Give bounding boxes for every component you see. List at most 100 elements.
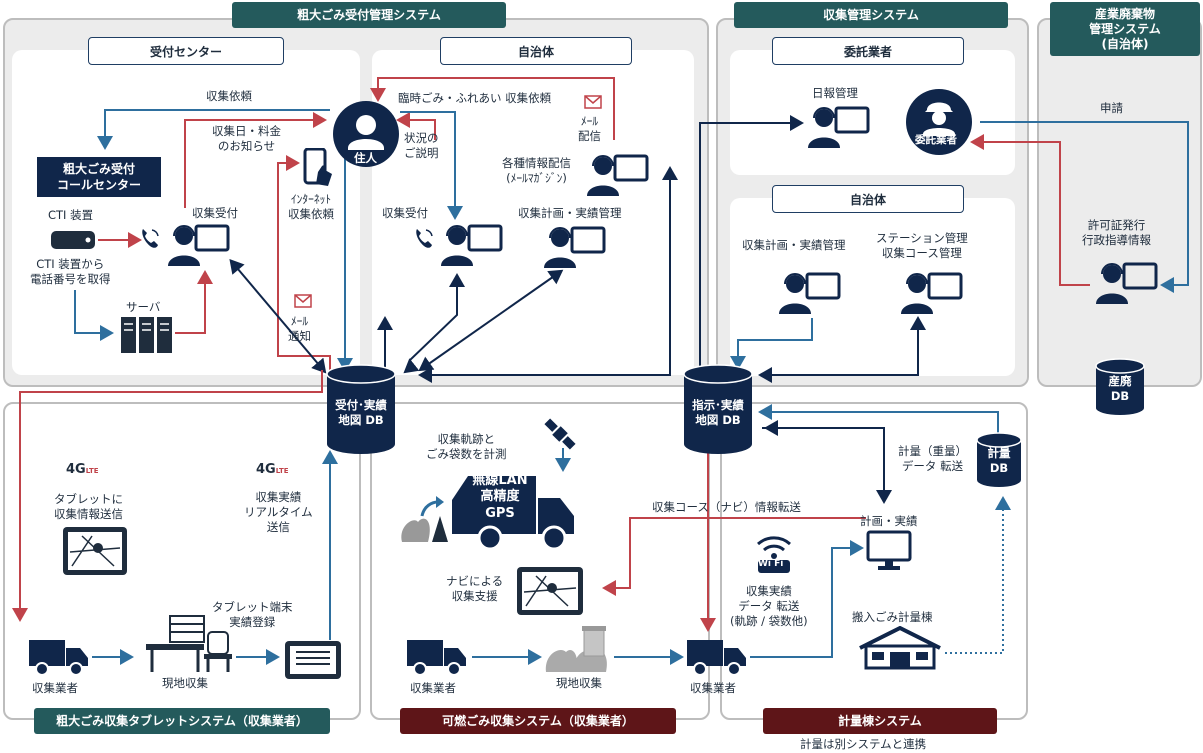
site-collect-label-1: 現地収集 <box>162 676 208 690</box>
permit-label: 許可証発行 行政指導情報 <box>1082 218 1151 248</box>
contractor-header: 委託業者 <box>772 37 964 65</box>
tablet-send-text: タブレットに 収集情報送信 <box>54 492 123 521</box>
resident-icon <box>333 101 399 167</box>
date-fee-text: 収集日・料金 のお知らせ <box>212 124 281 153</box>
lte-icon-2: 4GLTE <box>256 462 289 477</box>
operator-icon-2 <box>587 154 649 196</box>
garbage-bags-icon <box>401 496 448 542</box>
wifi-icon <box>757 536 791 573</box>
municipality-header-2: 自治体 <box>772 185 964 213</box>
building-icon <box>859 626 941 670</box>
smartphone-icon <box>303 148 332 186</box>
garbage-truck-icon-2 <box>407 640 466 676</box>
weighing-system-title: 計量棟システム <box>763 708 997 734</box>
industrial-title-text: 産業廃棄物 管理システム (自治体) <box>1089 6 1161 51</box>
garbage-truck-icon-1 <box>29 640 88 676</box>
weigh-building-label: 搬入ごみ計量棟 <box>852 610 933 624</box>
result-transfer-label: 収集実績 データ 転送 (軌跡 / 袋数他) <box>730 584 808 629</box>
wifi-label: Wi Fi <box>758 559 784 569</box>
tablet-register-label: タブレット端末 実績登録 <box>212 600 293 630</box>
track-measure-label: 収集軌跡と ごみ袋数を計測 <box>426 432 507 462</box>
situation-label: 状況の ご説明 <box>404 131 439 161</box>
monitor-icon <box>866 530 912 570</box>
trash-pile-icon <box>545 626 607 672</box>
server-label: サーバ <box>126 300 161 314</box>
collection-mgmt-title: 収集管理システム <box>734 2 1008 28</box>
operator-icon-1 <box>168 224 230 266</box>
info-delivery-text: 各種情報配信 (ﾒｰﾙﾏｶﾞｼﾞﾝ) <box>502 156 571 185</box>
server-icon <box>121 317 172 353</box>
date-fee-label: 収集日・料金 のお知らせ <box>212 124 281 154</box>
satellite-icon <box>544 418 576 450</box>
db-weight: 計量 DB <box>976 432 1022 488</box>
operator-icon-6 <box>779 272 841 314</box>
reception-system-title: 粗大ごみ受付管理システム <box>232 2 506 28</box>
result-transfer-text: 収集実績 データ 転送 (軌跡 / 袋数他) <box>730 584 808 628</box>
operator-icon-8 <box>1096 262 1158 304</box>
plan-mgmt-label-1: 収集計画・実績管理 <box>518 206 622 220</box>
big-truck-icon <box>452 476 574 551</box>
navi-support-label: ナビによる 収集支援 <box>446 574 503 604</box>
tablet-icon <box>285 641 341 679</box>
municipality-area-2 <box>730 198 1015 376</box>
db-industrial: 産廃 DB <box>1095 358 1145 416</box>
info-delivery-label: 各種情報配信 (ﾒｰﾙﾏｶﾞｼﾞﾝ) <box>502 156 571 186</box>
track-measure-text: 収集軌跡と ごみ袋数を計測 <box>426 432 507 461</box>
realtime-send-text: 収集実績 リアルタイム 送信 <box>244 490 313 534</box>
reception-center-header: 受付センター <box>88 37 284 65</box>
tablet-send-label: タブレットに 収集情報送信 <box>54 492 123 522</box>
permit-text: 許可証発行 行政指導情報 <box>1082 218 1151 247</box>
call-center-text: 粗大ごみ受付 コールセンター <box>56 161 141 192</box>
phone-icon-1 <box>142 229 159 248</box>
weight-transfer-text: 計量（重量） データ 転送 <box>898 444 967 473</box>
cti-device-icon <box>51 231 95 249</box>
collector-label-2: 収集業者 <box>410 681 456 695</box>
temp-request-label: 臨時ごみ・ふれあい 収集依頼 <box>398 91 552 105</box>
lte-text-1: 4G <box>66 462 86 477</box>
garbage-truck-icon-3 <box>687 640 746 676</box>
tablet-register-text: タブレット端末 実績登録 <box>212 600 293 629</box>
internet-request-label: ｲﾝﾀｰﾈｯﾄ 収集依頼 <box>288 192 334 222</box>
station-mgmt-label: ステーション管理 収集コース管理 <box>876 231 968 261</box>
burnable-system-title: 可燃ごみ収集システム（収集業者） <box>400 708 676 734</box>
tablet-map-icon-1 <box>63 527 127 575</box>
resident-label: 住人 <box>354 151 377 165</box>
municipality-header-1: 自治体 <box>440 37 632 65</box>
mail-delivery-label: ﾒｰﾙ 配信 <box>578 114 601 144</box>
collection-request-label: 収集依頼 <box>206 89 252 103</box>
mail-icon-1 <box>294 294 312 308</box>
plan-result-label: 計画・実績 <box>860 514 918 528</box>
tablet-system-title: 粗大ごみ収集タブレットシステム（収集業者） <box>34 708 330 734</box>
industrial-title: 産業廃棄物 管理システム (自治体) <box>1050 2 1200 56</box>
db-instruction: 指示･実績 地図 DB <box>683 364 753 456</box>
weighing-note: 計量は別システムと連携 <box>800 737 927 751</box>
lte-text-2: 4G <box>256 462 276 477</box>
operator-icon-7 <box>901 272 963 314</box>
collector-label-1: 収集業者 <box>32 681 78 695</box>
daily-report-label: 日報管理 <box>812 86 858 100</box>
lte-icon-1: 4GLTE <box>66 462 99 477</box>
truck-text-span: 無線LAN 高精度 GPS <box>472 473 528 521</box>
db-instruction-text: 指示･実績 地図 DB <box>692 398 744 427</box>
contractor-icon-label: 委託業者 <box>915 134 957 146</box>
station-mgmt-text: ステーション管理 収集コース管理 <box>876 231 968 260</box>
weight-transfer-label: 計量（重量） データ 転送 <box>898 444 967 474</box>
plan-mgmt-label-2: 収集計画・実績管理 <box>742 238 846 252</box>
db-reception-text: 受付･実績 地図 DB <box>335 398 387 427</box>
operator-icon-5 <box>808 106 870 148</box>
contractor-worker-icon <box>906 89 972 155</box>
situation-text: 状況の ご説明 <box>404 131 439 160</box>
realtime-send-label: 収集実績 リアルタイム 送信 <box>244 490 313 535</box>
db-industrial-text: 産廃 DB <box>1108 374 1132 403</box>
reception-op-label: 収集受付 <box>192 206 238 220</box>
db-reception: 受付･実績 地図 DB <box>326 364 396 456</box>
db-weight-text: 計量 DB <box>987 446 1011 475</box>
mail-icon-2 <box>584 95 602 109</box>
operator-icon-4 <box>544 226 606 268</box>
cti-note-label: CTI 装置から 電話番号を取得 <box>30 257 111 287</box>
mail-notice-text: ﾒｰﾙ 通知 <box>288 314 311 343</box>
furniture-icon <box>146 615 232 672</box>
course-transfer-label: 収集コース（ナビ）情報転送 <box>652 500 801 514</box>
truck-text: 無線LAN 高精度 GPS <box>466 473 534 522</box>
